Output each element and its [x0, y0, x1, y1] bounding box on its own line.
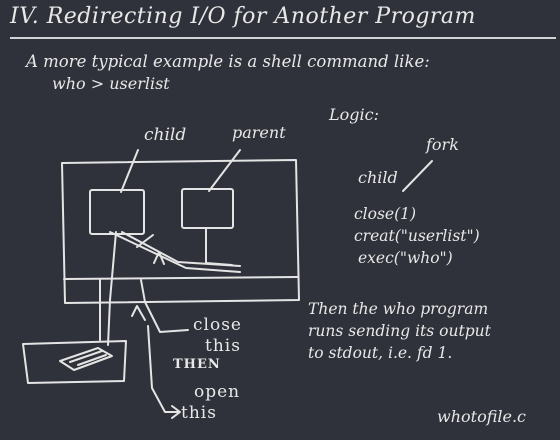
- open-arrow: [147, 325, 179, 413]
- close-this-label: this: [205, 336, 241, 356]
- child-stdout-link: [109, 231, 241, 273]
- parent-label: parent: [232, 123, 286, 142]
- title-underline: [10, 37, 556, 39]
- parent-process-box: [181, 188, 234, 229]
- down-link: [107, 231, 117, 346]
- fork-label: fork: [426, 135, 459, 154]
- code-line: exec("who"): [358, 249, 453, 267]
- code-line: creat("userlist"): [354, 227, 480, 245]
- source-filename: whotofile.c: [437, 407, 526, 426]
- terminal-screen: [59, 347, 113, 371]
- terminal-device: [22, 340, 127, 384]
- arrow-head: [153, 251, 165, 265]
- intro-text: A more typical example is a shell comman…: [26, 52, 430, 71]
- fork-line: [402, 160, 433, 192]
- child-label-pointer: [120, 149, 139, 193]
- close-arrow: [140, 279, 189, 333]
- explanation-line: runs sending its output: [308, 322, 491, 340]
- close-label: close: [193, 315, 242, 335]
- kernel-box: [61, 159, 300, 304]
- logic-child-label: child: [358, 168, 398, 187]
- slide-title: IV. Redirecting I/O for Another Program: [10, 4, 476, 29]
- explanation-line: to stdout, i.e. fd 1.: [308, 344, 453, 362]
- then-label: THEN: [173, 357, 221, 372]
- child-process-box: [89, 189, 145, 235]
- parent-link: [205, 227, 233, 266]
- child-label: child: [144, 125, 187, 145]
- cross-mark: [136, 234, 154, 248]
- kernel-divider: [63, 276, 299, 280]
- parent-label-pointer: [208, 149, 241, 192]
- open-this-label: this: [181, 403, 217, 423]
- open-label: open: [194, 382, 241, 402]
- screen-hatch-2: [77, 354, 107, 366]
- shell-command: who > userlist: [52, 74, 170, 93]
- child-stdout-link-2: [121, 231, 241, 267]
- close-arrow-head: [131, 305, 146, 321]
- open-arrow-head: [171, 405, 181, 419]
- explanation-line: Then the who program: [308, 300, 489, 318]
- code-line: close(1): [354, 205, 417, 223]
- screen-hatch-1: [69, 350, 103, 363]
- logic-heading: Logic:: [329, 105, 379, 124]
